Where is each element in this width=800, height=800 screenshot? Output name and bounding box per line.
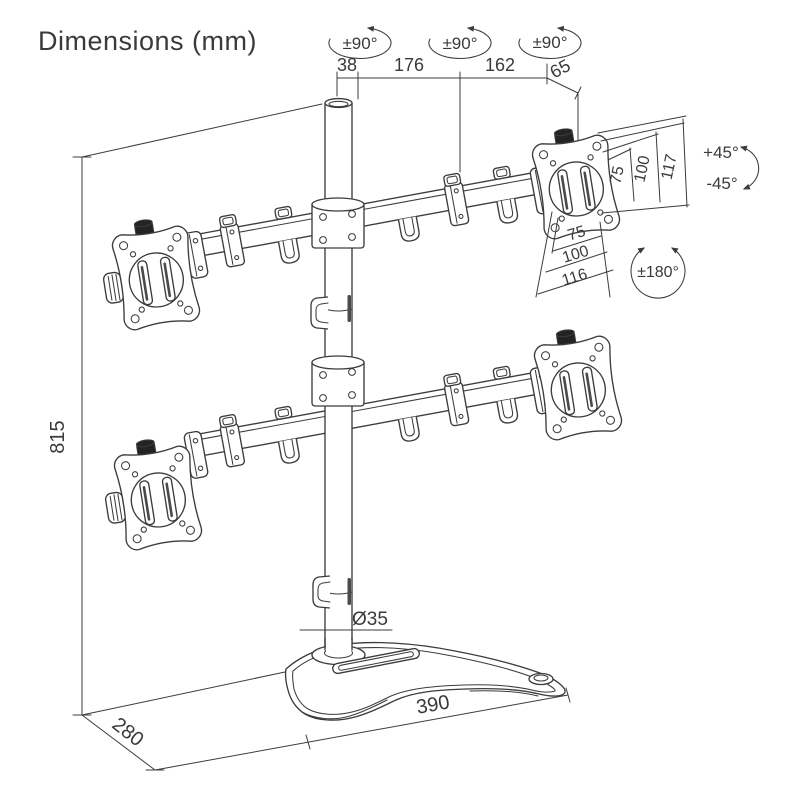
rotation-indicator: ±180°: [630, 247, 686, 299]
dim-176-label: 176: [394, 55, 424, 75]
dim-815-label: 815: [47, 420, 69, 453]
swivel-left-label: ±90°: [342, 34, 377, 53]
vesa-plate-upper-left: [102, 212, 202, 333]
vesa-h-100-label: 100: [560, 243, 591, 267]
vesa-v-117-label: 117: [659, 153, 681, 182]
upper-crossbar: [182, 157, 555, 281]
swivel-mid-label: ±90°: [442, 34, 477, 53]
cable-slot-upper: [347, 295, 351, 322]
dim-390-label: 390: [415, 691, 452, 718]
tilt-indicator: +45° -45°: [703, 143, 760, 193]
base: [284, 637, 566, 721]
dim-65-label: 65: [547, 55, 574, 82]
vesa-v-75-label: 75: [607, 164, 627, 185]
height-dimension: 815: [47, 103, 323, 716]
tilt-up-label: +45°: [703, 143, 739, 162]
pole-clip-lower: [312, 575, 331, 609]
swivel-right-indicator: ±90°: [518, 25, 582, 59]
vesa-h-116-label: 116: [560, 266, 589, 290]
vesa-plate-lower-left: [104, 432, 204, 553]
dim-pole-diameter-label: Ø35: [352, 609, 388, 630]
page-title: Dimensions (mm): [38, 26, 258, 56]
swivel-left-indicator: ±90°: [328, 25, 392, 59]
lower-pole-bracket: [311, 355, 365, 407]
pole-clip-upper: [310, 296, 329, 330]
vesa-v-100-label: 100: [632, 154, 654, 184]
vesa-vertical-dimensions: 75 100 117: [597, 115, 690, 214]
tilt-down-label: -45°: [706, 174, 737, 193]
swivel-mid-indicator: ±90°: [428, 25, 492, 59]
swivel-right-label: ±90°: [532, 33, 567, 52]
cable-slot-lower: [347, 578, 351, 605]
upper-pole-bracket: [311, 197, 365, 249]
dim-38-label: 38: [337, 55, 357, 75]
dim-280-label: 280: [108, 713, 148, 751]
vesa-horizontal-dimensions: 75 100 116: [535, 211, 614, 298]
rotation-label: ±180°: [637, 264, 679, 281]
base-handle-slot: [332, 647, 420, 675]
lower-crossbar: [182, 357, 555, 481]
dim-162-label: 162: [485, 55, 515, 75]
vesa-plate-lower-right: [530, 322, 624, 443]
vesa-h-75-label: 75: [566, 223, 588, 244]
